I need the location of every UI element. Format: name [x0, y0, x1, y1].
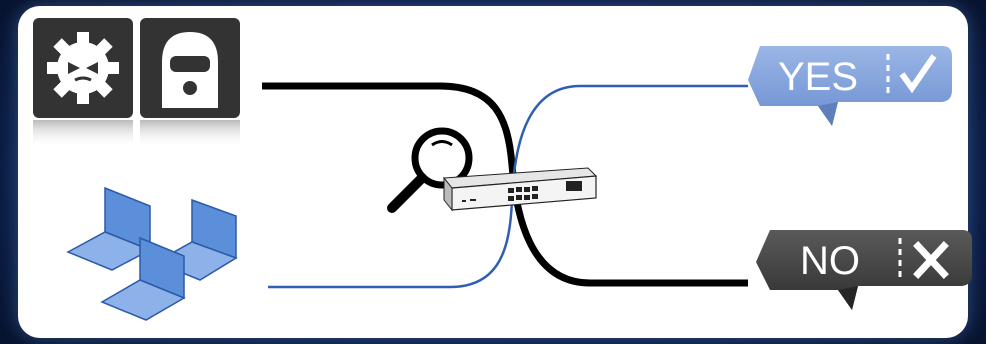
malware-gear-icon — [47, 32, 119, 104]
malware-tile — [33, 18, 133, 148]
no-label: NO — [800, 239, 860, 283]
laptop-cluster-icon — [68, 188, 236, 320]
yes-label: YES — [778, 55, 858, 99]
hacker-mask-icon — [162, 32, 218, 108]
laptop-icon — [68, 188, 150, 270]
no-tag: NO — [756, 230, 972, 310]
hacker-tile — [140, 18, 240, 148]
yes-tag: YES — [748, 46, 952, 126]
